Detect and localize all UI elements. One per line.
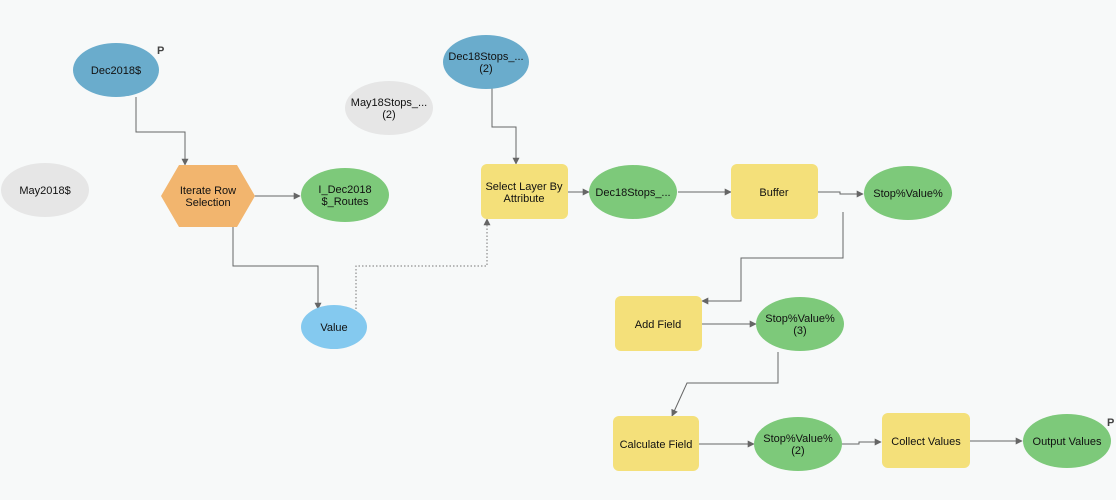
node-label-line: May2018$ [19,185,70,197]
value-ellipse [301,305,367,349]
node-label-line: Value [320,322,347,334]
node-buffer[interactable]: Buffer [731,164,818,219]
node-label-line: Collect Values [891,436,961,448]
node-label: Dec18Stops_...(2) [448,51,523,75]
tool-rectangle [882,413,970,468]
derived-data-ellipse [754,417,842,471]
input-data-ellipse [73,43,159,97]
node-label: Stop%Value% [873,188,943,200]
derived-data-ellipse [756,297,844,351]
node-stopvalue-3[interactable]: Stop%Value%(3) [756,297,844,351]
node-stopvalue[interactable]: Stop%Value% [864,166,952,220]
inactive-data-ellipse [345,81,433,135]
connector-dec18stops2-to-select [491,88,520,165]
node-label: May2018$ [19,185,70,197]
node-label: Stop%Value%(3) [765,313,835,337]
node-dec18stops-2[interactable]: Dec18Stops_...(2) [443,35,529,89]
node-label-line: May18Stops_... [351,97,427,109]
node-output-values[interactable]: Output Values P [1023,414,1114,468]
node-label: I_Dec2018$_Routes [318,184,371,208]
node-label: Value [320,322,347,334]
node-may18stops-2[interactable]: May18Stops_...(2) [345,81,433,135]
connector-stopvalue-to-addfield [701,212,844,305]
node-label-line: Stop%Value% [765,313,835,325]
node-label-line: Dec18Stops_... [595,187,670,199]
connector-iterate-to-value [232,226,322,310]
node-label-line: Dec2018$ [91,65,141,77]
node-label-line: Add Field [635,319,681,331]
node-dec2018[interactable]: Dec2018$ P [73,43,164,97]
node-value[interactable]: Value [301,305,367,349]
node-label-line: Iterate Row [180,185,236,197]
inactive-data-ellipse [1,163,89,217]
node-label: Dec18Stops_... [595,187,670,199]
node-label: Calculate Field [620,439,693,451]
derived-data-ellipse [589,165,677,219]
node-collect-values[interactable]: Collect Values [882,413,970,468]
node-label-line: $_Routes [321,196,369,208]
connector-dec2018-to-iterate [135,97,189,166]
derived-data-ellipse [301,168,389,222]
node-label: May18Stops_...(2) [351,97,427,121]
connector-stopvalue3-to-calcfield [671,352,779,417]
node-label: Collect Values [891,436,961,448]
node-label-line: Stop%Value% [873,188,943,200]
node-label-line: (3) [793,325,806,337]
node-label: Output Values [1033,436,1102,448]
node-label-line: (2) [479,63,492,75]
node-label-line: I_Dec2018 [318,184,371,196]
node-may2018[interactable]: May2018$ [1,163,89,217]
node-label: Stop%Value%(2) [763,433,833,457]
node-label-line: Select Layer By [485,181,563,193]
nodes: Dec2018$ P May2018$ May18Stops_...(2) De… [1,35,1114,471]
tool-rectangle [731,164,818,219]
node-label: Add Field [635,319,681,331]
parameter-marker: P [157,45,164,57]
connectors [135,88,1023,448]
node-label-line: Stop%Value% [763,433,833,445]
node-label: Buffer [759,187,788,199]
connector-stopvalue2-to-collect [842,438,882,446]
node-label-line: Attribute [504,193,545,205]
connector-value-to-select [355,218,491,309]
tool-rectangle [613,416,699,471]
derived-data-ellipse [864,166,952,220]
iterator-hexagon [161,165,255,227]
tool-rectangle [481,164,568,219]
node-label-line: Dec18Stops_... [448,51,523,63]
node-add-field[interactable]: Add Field [615,296,702,351]
derived-data-ellipse [1023,414,1111,468]
node-label: Dec2018$ [91,65,141,77]
node-label-line: Buffer [759,187,788,199]
node-label-line: Calculate Field [620,439,693,451]
tool-rectangle [615,296,702,351]
node-dec18stops[interactable]: Dec18Stops_... [589,165,677,219]
node-dec2018-routes[interactable]: I_Dec2018$_Routes [301,168,389,222]
node-label-line: Selection [185,197,230,209]
node-calculate-field[interactable]: Calculate Field [613,416,699,471]
node-label-line: (2) [791,445,804,457]
node-label-line: (2) [382,109,395,121]
parameter-marker: P [1107,417,1114,429]
input-data-ellipse [443,35,529,89]
node-stopvalue-2[interactable]: Stop%Value%(2) [754,417,842,471]
node-label-line: Output Values [1033,436,1102,448]
connector-buffer-to-stopvalue [818,190,864,198]
